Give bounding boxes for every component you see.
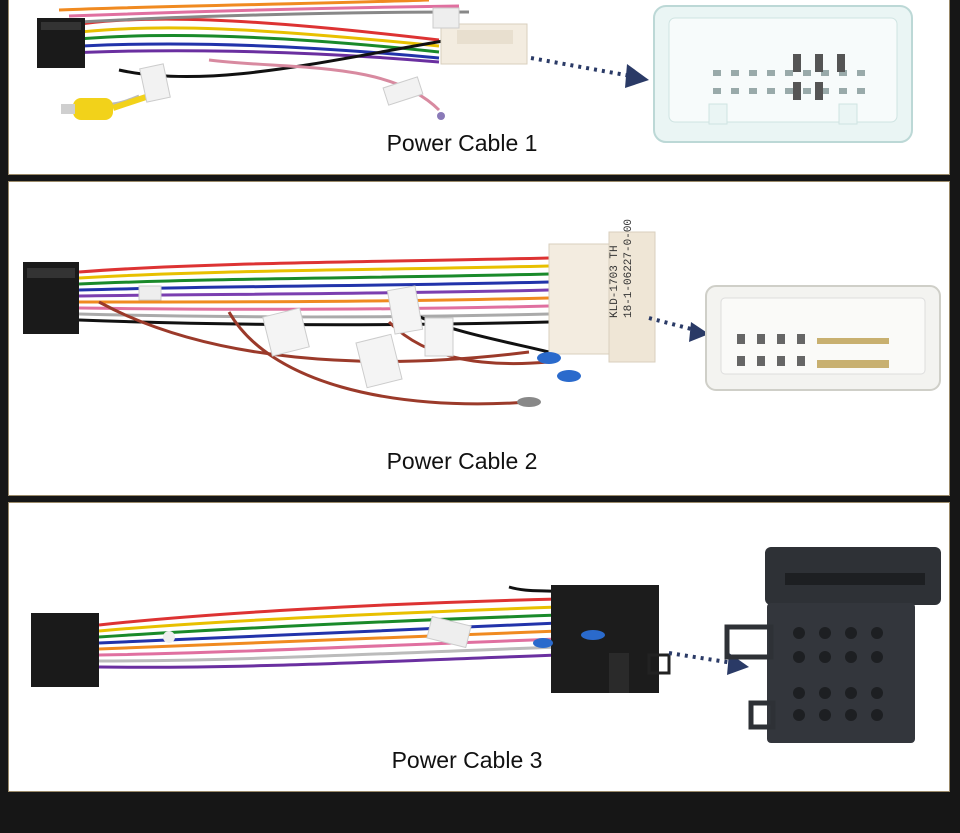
power-cable-2-caption: Power Cable 2 (386, 448, 538, 474)
dotted-arrow-icon (648, 316, 709, 342)
black-iso-plug-icon (551, 585, 671, 693)
power-cable-3-caption: Power Cable 3 (391, 747, 543, 773)
connector-closeup-icon (705, 285, 941, 391)
power-cable-3-illustration (31, 547, 941, 743)
connector-closeup-icon (724, 547, 941, 743)
wire-harness-icon (98, 585, 570, 669)
dotted-arrow-icon (530, 56, 649, 88)
white-plug-icon (440, 23, 528, 65)
power-cable-1-illustration (37, 0, 913, 143)
yellow-rca-plug-icon (61, 93, 150, 120)
power-cable-2-illustration: KLD-1703 TH 18-1-06227-0-00 (23, 219, 941, 407)
power-cable-2-panel: KLD-1703 TH 18-1-06227-0-00 (8, 181, 950, 496)
power-cable-1-panel: Power Cable 1 (8, 0, 950, 175)
wire-harness-icon (78, 256, 550, 406)
white-plug-icon: KLD-1703 TH 18-1-06227-0-00 (548, 219, 656, 363)
power-cable-1-caption: Power Cable 1 (386, 130, 538, 156)
power-cable-3-panel: Power Cable 3 (8, 502, 950, 792)
connector-text-2: 18-1-06227-0-00 (623, 219, 635, 318)
connector-closeup-icon (653, 5, 913, 143)
black-plug-icon (31, 613, 99, 687)
connector-text-1: KLD-1703 TH (609, 245, 621, 318)
